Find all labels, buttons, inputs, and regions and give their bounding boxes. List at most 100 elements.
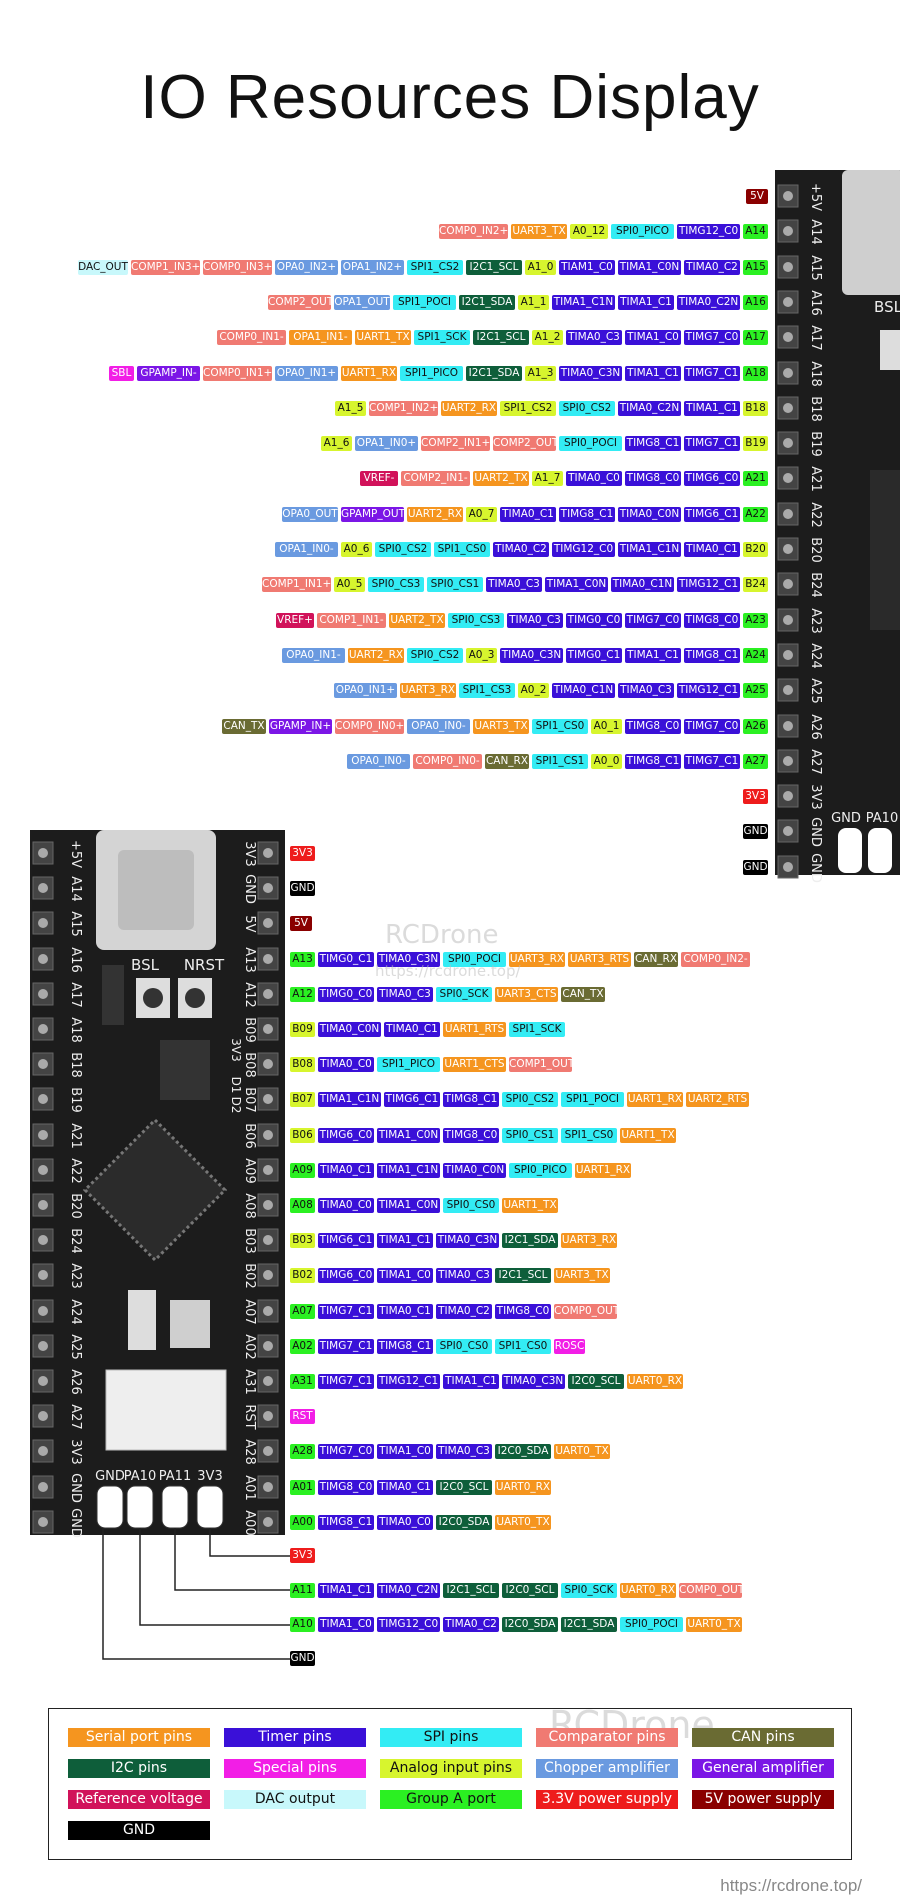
pin-label-comp: COMP0_IN2- (681, 952, 750, 967)
board1-pin-label: B18 (808, 396, 823, 421)
board1-pin-label: B19 (808, 431, 823, 456)
board1-pin-header-hole (783, 297, 793, 307)
pin-label-uart: UART0_RX (620, 1583, 676, 1598)
pin-label-spi: SPI1_POCI (561, 1092, 624, 1107)
pin-label-timer: TIMA0_C0 (318, 1057, 374, 1072)
board2-left-label: 3V3 (68, 1439, 83, 1464)
pin-label-spi: SPI0_CS0 (443, 1198, 499, 1213)
board2-left-label: B24 (68, 1228, 83, 1253)
legend-item-analog: Analog input pins (380, 1759, 522, 1778)
page-title: IO Resources Display (140, 63, 760, 132)
board2-left-label: A27 (68, 1404, 83, 1429)
board1-pin-header-hole (783, 650, 793, 660)
pin-label-spi: SPI0_CS2 (407, 648, 463, 663)
pin-label-can: CAN_RX (634, 952, 678, 967)
legend-item-groupa: Group A port (380, 1790, 522, 1809)
pin-label-groupa: A24 (743, 648, 768, 663)
board2-right-label: A12 (242, 982, 257, 1007)
board2-right-header-hole (263, 918, 273, 928)
pin-label-timer: TIMG0_C0 (566, 613, 622, 628)
board1-pin-label: 3V3 (808, 784, 823, 809)
board2-right-header-hole (263, 1446, 273, 1456)
pin-label-timer: TIMG8_C1 (559, 507, 615, 522)
pin-label-uart: UART3_RX (561, 1233, 617, 1248)
pin-label-vref: VREF- (360, 471, 398, 486)
pin-label-timer: TIMA0_C0N (318, 1022, 381, 1037)
legend-item-timer: Timer pins (224, 1728, 366, 1747)
legend-item-special: Special pins (224, 1759, 366, 1778)
pin-label-spi: SPI0_PICO (509, 1163, 572, 1178)
pin-label-timer: TIMG7_C0 (684, 719, 740, 734)
pin-label-timer: TIMA1_C0N (618, 260, 681, 275)
board1-pin-header-hole (783, 756, 793, 766)
pin-label-chopper: OPA1_IN0- (275, 542, 338, 557)
board2-left-header-hole (38, 883, 48, 893)
board1-pin-header-hole (783, 615, 793, 625)
pin-label-special: SBL (109, 366, 134, 381)
pin-label-uart: UART1_CTS (443, 1057, 506, 1072)
pin-label-comp: COMP0_IN1+ (203, 366, 272, 381)
pin-label-timer: TIMG6_C0 (684, 471, 740, 486)
pin-label-i2c: I2C0_SDA (495, 1444, 551, 1459)
board2-silk-3v3: 3V3 (229, 1038, 243, 1061)
board2-right-label: A28 (242, 1439, 257, 1464)
board2-left-header-hole (38, 1094, 48, 1104)
pin-label-timer: TIMA1_C1 (318, 1583, 374, 1598)
pin-label-i2c: I2C1_SCL (443, 1583, 499, 1598)
pin-label-analog: A1_5 (335, 401, 366, 416)
pin-label-timer: TIMG7_C1 (318, 1374, 374, 1389)
pin-label-v33: 3V3 (290, 846, 315, 861)
board2-right-header-hole (263, 1165, 273, 1175)
board2-right-label: 3V3 (242, 841, 257, 866)
board2-left-header-hole (38, 848, 48, 858)
pin-label-timer: TIMA0_C3N (377, 952, 440, 967)
board1-button (880, 330, 900, 370)
pin-label-spi: SPI0_CS0 (436, 1339, 492, 1354)
pin-label-chopper: OPA0_OUT (282, 507, 338, 522)
board1-pin-header-hole (783, 403, 793, 413)
pin-label-spi: SPI1_CS0 (434, 542, 490, 557)
pin-label-timer: TIMA0_C2 (443, 1617, 499, 1632)
pin-label-can: CAN_RX (485, 754, 529, 769)
pin-label-timer: TIMA0_C3 (618, 683, 674, 698)
pin-label-timer: TIMG7_C1 (318, 1339, 374, 1354)
pin-label-chopper: OPA1_IN2+ (341, 260, 404, 275)
pin-label-uart: UART0_RX (627, 1374, 683, 1389)
board1-pin-header-hole (783, 368, 793, 378)
pin-label-uart: UART3_TX (511, 224, 567, 239)
pin-label-i2c: I2C0_SCL (436, 1480, 492, 1495)
pin-label-spi: SPI0_SCK (436, 987, 492, 1002)
pin-label-spi: SPI0_CS1 (427, 577, 483, 592)
legend-item-i2c: I2C pins (68, 1759, 210, 1778)
pin-label-spi: SPI1_CS2 (407, 260, 463, 275)
board2-left-label: A18 (68, 1017, 83, 1042)
pin-label-v5: 5V (746, 189, 768, 204)
pin-label-i2c: I2C0_SCL (568, 1374, 624, 1389)
connector-line-gnd (102, 1528, 290, 1660)
board1-pin-label: GND (808, 853, 823, 883)
connector-line-3v3 (209, 1528, 290, 1557)
board1-pin-header-hole (783, 685, 793, 695)
board2-right-label: B02 (242, 1263, 257, 1288)
pin-label-timer: TIMA1_C1 (625, 648, 681, 663)
pin-label-comp: COMP2_OUT (268, 295, 331, 310)
pin-label-timer: TIMA0_C1 (377, 1304, 433, 1319)
board1-bottom-label: PA10 (866, 811, 898, 826)
pin-label-groupa: A14 (743, 224, 768, 239)
pin-label-analog: A1_7 (532, 471, 563, 486)
pin-label-timer: TIMA0_C2 (436, 1304, 492, 1319)
pin-label-chopper: OPA0_IN0- (347, 754, 410, 769)
pin-label-timer: TIMG8_C0 (684, 613, 740, 628)
pin-label-dac: DAC_OUT (78, 260, 128, 275)
pin-label-analog: A0_3 (466, 648, 497, 663)
pin-label-spi: SPI1_PICO (400, 366, 463, 381)
board2-left-label: GND (68, 1473, 83, 1503)
pin-label-groupa: A31 (290, 1374, 315, 1389)
pin-label-comp: COMP0_IN0+ (335, 719, 404, 734)
pin-label-analog: A0_12 (570, 224, 608, 239)
board1-pin-label: A24 (808, 643, 823, 668)
pin-label-timer: TIMA0_C3N (436, 1233, 499, 1248)
pin-label-uart: OPA1_IN1- (289, 330, 352, 345)
pin-label-comp: COMP2_OUT (493, 436, 556, 451)
board2-right-label: B03 (242, 1228, 257, 1253)
